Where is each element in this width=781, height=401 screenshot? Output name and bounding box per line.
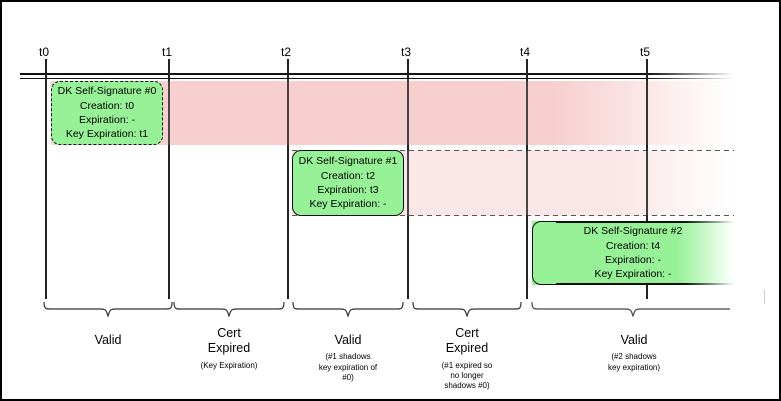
signature-box-2-title: DK Self-Signature #2 <box>583 225 683 238</box>
signature-box-1-title: DK Self-Signature #1 <box>298 155 398 168</box>
tick-label-t1: t1 <box>162 45 173 59</box>
period-label-4-sub-line3: shadows #0) <box>444 381 490 391</box>
signature-box-2-creation: Creation: t4 <box>605 239 661 252</box>
period-label-5-title: Valid <box>620 333 648 347</box>
period-label-4-title-line2: Expired <box>445 341 489 356</box>
period-label-5-sub-line1: (#2 shadows <box>611 352 657 362</box>
period-label-2: Cert Expired (Key Expiration) <box>174 326 284 371</box>
signature-box-2[interactable]: DK Self-Signature #2 Creation: t4 Expira… <box>532 221 734 285</box>
time-rule-t3-overlay <box>407 81 409 299</box>
tick-label-t4: t4 <box>520 45 531 59</box>
timeline-axis-line-upper <box>20 73 734 75</box>
brace-period-2 <box>173 301 285 317</box>
period-label-2-title-line2: Expired <box>207 341 251 356</box>
period-label-4: Cert Expired (#1 expired so no longer sh… <box>412 326 522 392</box>
time-rule-t5-overlay <box>646 81 648 299</box>
brace-period-5 <box>531 301 730 317</box>
period-label-4-sub-line1: (#1 expired so <box>441 360 493 370</box>
signature-box-0-expiration: Expiration: - <box>78 114 136 126</box>
signature-box-0-creation: Creation: t0 <box>79 99 135 112</box>
period-label-4-sub-line2: no longer <box>450 370 484 380</box>
period-label-3: Valid (#1 shadows key expiration of #0) <box>293 333 403 383</box>
signature-box-1-key-expiration: Key Expiration: - <box>309 198 387 211</box>
signature-box-0[interactable]: DK Self-Signature #0 Creation: t0 Expira… <box>51 81 163 145</box>
period-label-3-title: Valid <box>334 333 362 347</box>
signature-box-2-expiration: Expiration: - <box>604 254 662 266</box>
time-rule-t1-overlay <box>168 81 170 299</box>
tick-label-t3: t3 <box>401 45 412 59</box>
brace-period-4 <box>412 301 522 317</box>
tick-label-t0: t0 <box>39 45 50 59</box>
period-label-1-title: Valid <box>94 333 122 347</box>
brace-period-3 <box>292 301 404 317</box>
signature-box-1[interactable]: DK Self-Signature #1 Creation: t2 Expira… <box>292 150 404 216</box>
time-rule-t0-overlay <box>45 81 47 299</box>
signature-box-2-top-border <box>556 221 734 223</box>
period-label-2-title-line1: Cert <box>217 326 241 340</box>
tick-label-t5: t5 <box>640 45 651 59</box>
ghost-tick-right <box>764 290 765 304</box>
validity-band-sig-0 <box>51 81 734 145</box>
timeline-axis-line-lower <box>20 78 734 79</box>
period-label-5-sub-line2: key expiration) <box>607 362 661 372</box>
period-label-5: Valid (#2 shadows key expiration) <box>579 333 689 373</box>
signature-box-2-left-border <box>532 221 562 285</box>
time-rule-t4-overlay <box>526 81 528 299</box>
time-rule-t2-overlay <box>287 81 289 299</box>
signature-box-2-bottom-border <box>556 283 734 285</box>
period-label-4-title-line1: Cert <box>455 326 479 340</box>
validity-band-sig-1-bottom-edge <box>292 215 734 216</box>
signature-box-0-title: DK Self-Signature #0 <box>57 85 157 98</box>
period-label-3-sub-line2: key expiration of <box>318 362 378 372</box>
period-label-2-sub: (Key Expiration) <box>200 360 258 370</box>
signature-box-1-expiration: Expiration: t3 <box>317 184 379 196</box>
period-label-3-sub-line1: (#1 shadows <box>325 352 371 362</box>
signature-box-1-creation: Creation: t2 <box>320 169 376 182</box>
tick-label-t2: t2 <box>281 45 292 59</box>
signature-box-0-key-expiration: Key Expiration: t1 <box>65 128 149 141</box>
period-label-1: Valid <box>48 333 168 348</box>
signature-box-2-key-expiration: Key Expiration: - <box>594 268 672 281</box>
brace-period-1 <box>43 301 173 317</box>
validity-band-sig-1-top-edge <box>292 150 734 151</box>
period-label-3-sub-line3: #0) <box>342 373 354 383</box>
